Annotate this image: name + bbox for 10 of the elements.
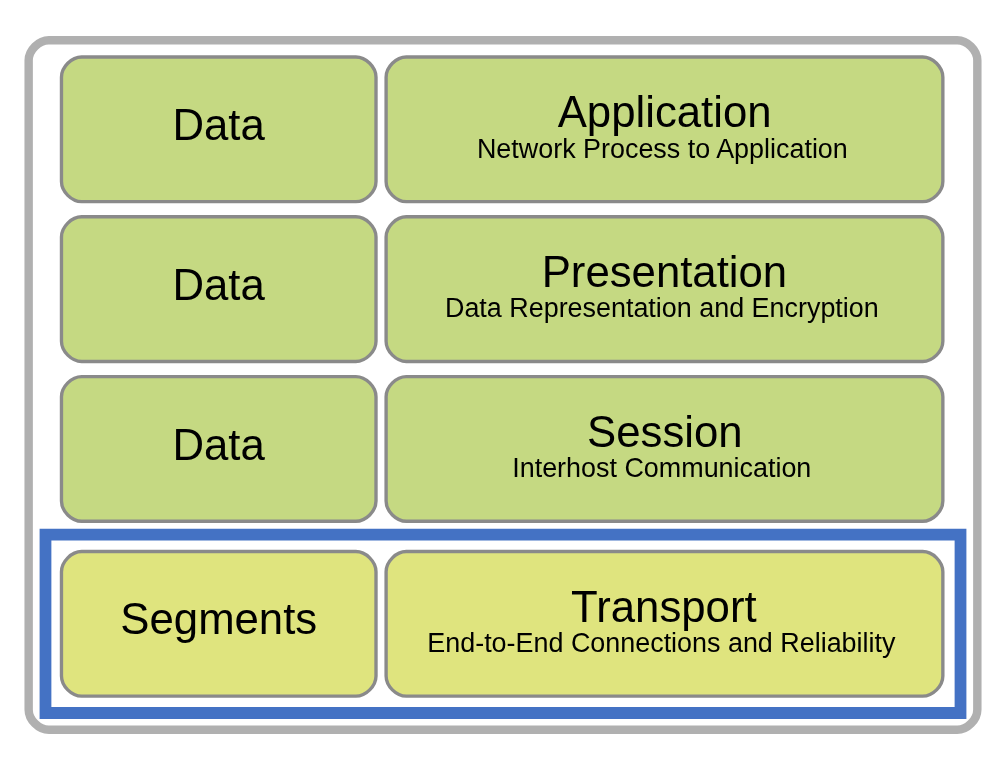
node-box: Application Network Process to Application	[384, 54, 945, 203]
node-box: Data	[59, 374, 378, 523]
node-box: Segments	[59, 549, 378, 698]
cluster	[39, 528, 967, 719]
node-box: Presentation Data Representation and Encryption	[384, 214, 945, 363]
node-box: Data	[59, 214, 378, 363]
node-box: Transport End-to-End Connections and Reliability	[384, 549, 945, 698]
node-box: Data	[59, 54, 378, 203]
node-box: Session Interhost Communication	[384, 374, 945, 523]
cluster	[24, 35, 982, 734]
